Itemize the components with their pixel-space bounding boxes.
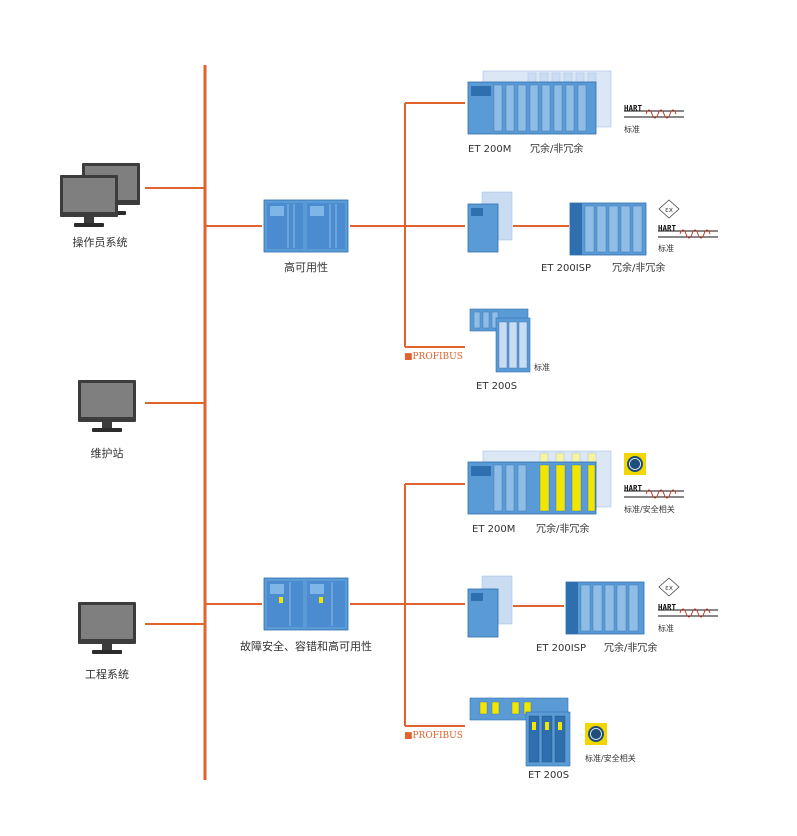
et200m-bottom-redundancy: 冗余/非冗余 bbox=[536, 522, 589, 535]
svg-text:HART: HART bbox=[624, 484, 643, 493]
profibus-top-label: ■PROFIBUS bbox=[404, 352, 463, 362]
et200m-top-class: 标准 bbox=[624, 124, 640, 134]
et200isp-bottom-class: 标准 bbox=[658, 623, 674, 633]
et200isp-bottom[interactable]: ET 200ISP 冗余/非冗余 bbox=[536, 581, 657, 654]
et200m-top-name: ET 200M bbox=[468, 144, 511, 155]
et200s-bottom-name: ET 200S bbox=[528, 770, 569, 781]
monitor-icon bbox=[78, 602, 136, 654]
profibus-bottom-label: ■PROFIBUS bbox=[404, 731, 463, 741]
et200m-bottom[interactable]: ET 200M 冗余/非冗余 bbox=[467, 450, 612, 535]
et200s-bottom[interactable]: ET 200S bbox=[469, 697, 571, 781]
ha-controller-label: 高可用性 bbox=[284, 260, 328, 274]
et200isp-bottom-name: ET 200ISP bbox=[536, 643, 586, 654]
operator-station-label: 操作员系统 bbox=[73, 235, 128, 249]
fs-controller[interactable]: 故障安全、容错和高可用性 bbox=[240, 577, 372, 653]
hart-signal-icon: HART 标准 bbox=[657, 603, 719, 633]
sil-safety-icon bbox=[623, 452, 647, 476]
et200isp-bottom-interface[interactable] bbox=[467, 575, 513, 638]
ex-explosion-protection-icon bbox=[658, 577, 680, 597]
et200s-bottom-class: 标准/安全相关 bbox=[585, 753, 636, 763]
et200isp-bottom-redundancy: 冗余/非冗余 bbox=[604, 641, 657, 654]
maintenance-station-label: 维护站 bbox=[91, 446, 124, 460]
svg-text:HART: HART bbox=[658, 603, 677, 612]
monitor-icon bbox=[60, 163, 140, 227]
et200isp-top-redundancy: 冗余/非冗余 bbox=[612, 261, 665, 274]
monitor-icon bbox=[78, 380, 136, 432]
et200m-bottom-class: 标准/安全相关 bbox=[624, 504, 675, 514]
svg-text:HART: HART bbox=[658, 224, 677, 233]
sil-safety-icon: 标准/安全相关 bbox=[584, 722, 636, 763]
et200m-top[interactable]: ET 200M 冗余/非冗余 bbox=[467, 70, 612, 155]
et200m-bottom-name: ET 200M bbox=[472, 524, 515, 535]
svg-text:HART: HART bbox=[624, 104, 643, 113]
et200s-top-name: ET 200S bbox=[476, 381, 517, 392]
et200isp-top-name: ET 200ISP bbox=[541, 263, 591, 274]
engineering-station-label: 工程系统 bbox=[85, 668, 129, 681]
operator-station[interactable]: 操作员系统 bbox=[60, 163, 140, 249]
hart-signal-icon: HART 标准/安全相关 bbox=[623, 484, 685, 514]
et200m-top-redundancy: 冗余/非冗余 bbox=[530, 142, 583, 155]
et200s-top-class: 标准 bbox=[534, 362, 550, 372]
fs-controller-label: 故障安全、容错和高可用性 bbox=[240, 639, 372, 653]
hart-signal-icon: HART 标准 bbox=[657, 224, 719, 253]
ha-controller[interactable]: 高可用性 bbox=[263, 199, 349, 274]
profibus-top: ■PROFIBUS bbox=[350, 102, 465, 362]
engineering-station[interactable]: 工程系统 bbox=[78, 602, 136, 681]
profibus-bottom: ■PROFIBUS bbox=[350, 483, 465, 741]
et200isp-top-class: 标准 bbox=[658, 243, 674, 253]
ex-explosion-protection-icon bbox=[658, 199, 680, 219]
hart-signal-icon: HART 标准 bbox=[623, 104, 685, 134]
maintenance-station[interactable]: 维护站 bbox=[78, 380, 136, 460]
et200isp-top-interface[interactable] bbox=[467, 191, 513, 253]
et200s-top[interactable]: ET 200S 标准 bbox=[469, 308, 550, 392]
et200isp-top[interactable]: ET 200ISP 冗余/非冗余 bbox=[541, 202, 665, 274]
